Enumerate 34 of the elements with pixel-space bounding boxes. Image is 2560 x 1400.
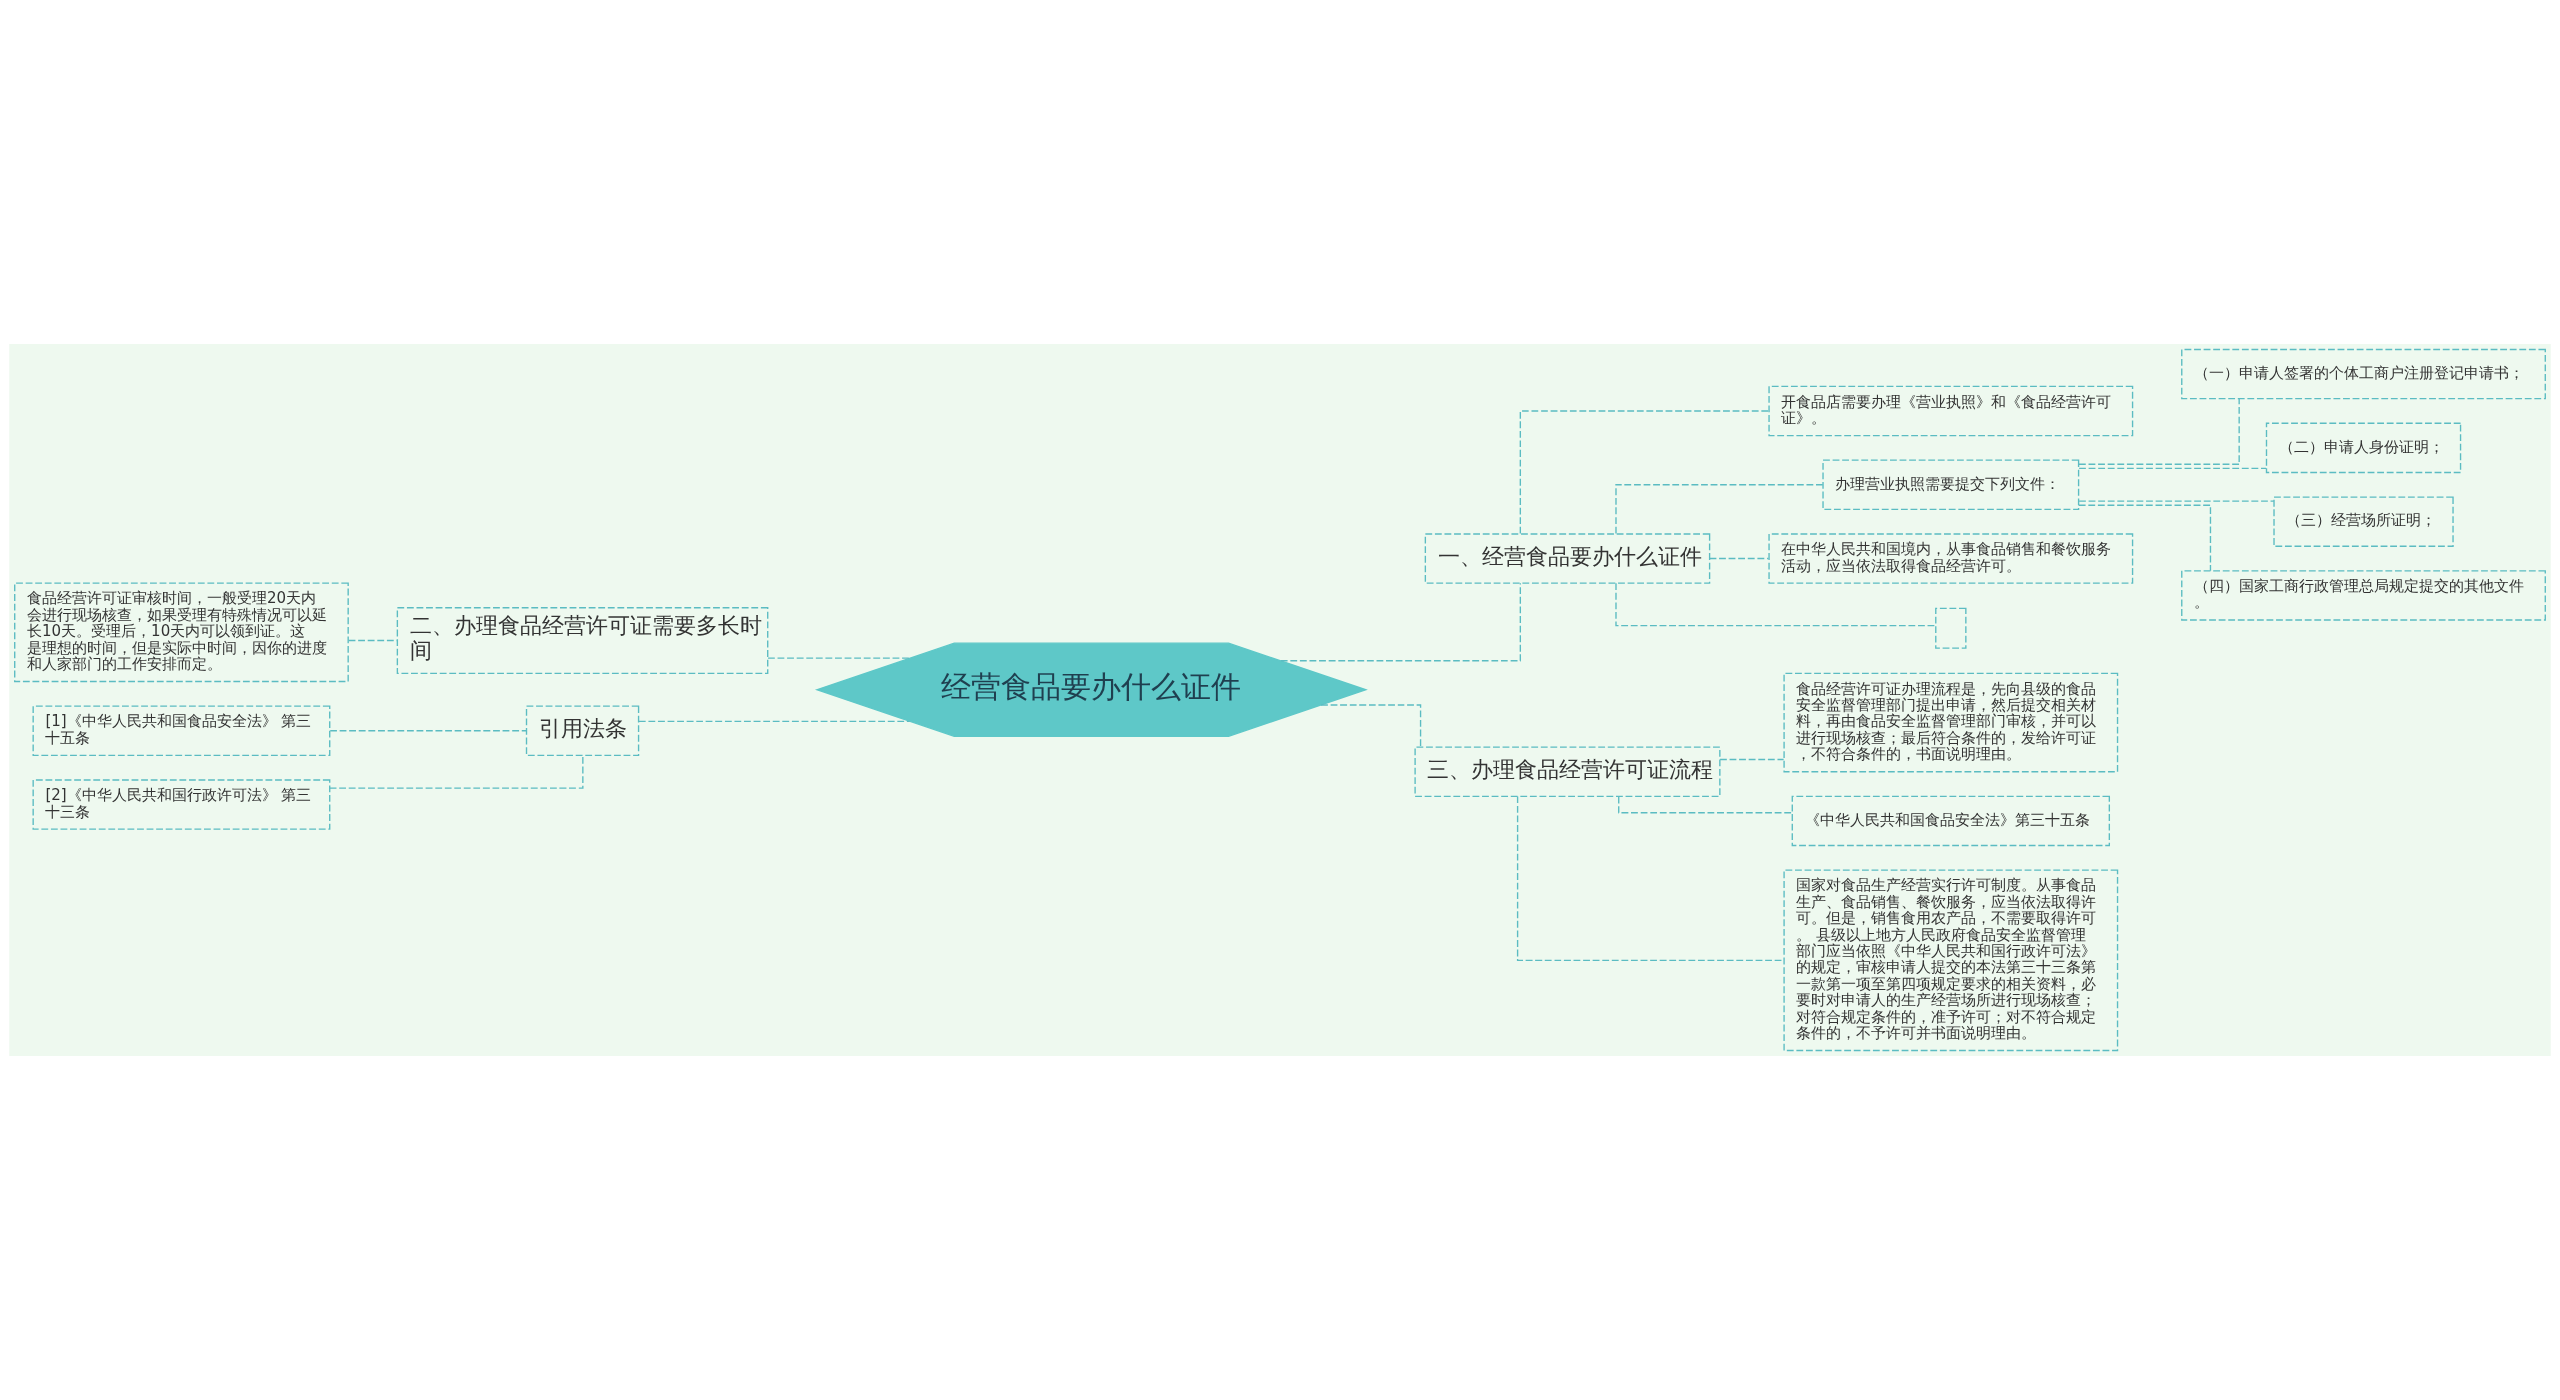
node-box: 《中华人民共和国食品安全法》第三十五条 <box>1791 795 2111 847</box>
connector <box>1709 557 1770 560</box>
node-box: 办理营业执照需要提交下列文件： <box>1822 459 2080 511</box>
node-box: 在中华人民共和国境内，从事食品销售和餐饮服务活动，应当依法取得食品经营许可。 <box>1768 533 2134 584</box>
node-box: [1]《中华人民共和国食品安全法》 第三十五条 <box>32 705 331 757</box>
node-box: 食品经营许可证审核时间，一般受理20天内会进行现场核查，如果受理有特殊情况可以延长10天。受理后，10天内可以领到证。这是理想的时间，但是实际中时间，因你的进度和人家部门的工作安排而定。 <box>14 582 349 683</box>
node-box: [2]《中华人民共和国行政许可法》 第三十三条 <box>32 779 331 830</box>
connector <box>1519 410 1770 535</box>
node-box: 引用法条 <box>525 705 640 757</box>
node-box: 国家对食品生产经营实行许可制度。从事食品生产、食品销售、餐饮服务，应当依法取得许可。但是，销售食用农产品，不需要取得许可。 县级以上地方人民政府食品安全监督管理部门应当依照《中华人民共和国行政许可法》的规定，审核申请人提交的本法第三十三条第一款第一项至第四项规定要求的相关资料，必要时对申请人的生产经营场所进行现场核查；对符合规定条件的，准予许可；对不符合规定条件的，不予许可并书面说明理由。 <box>1783 869 2119 1052</box>
connector <box>1719 758 1785 761</box>
connector <box>2078 500 2275 502</box>
node-box: （一）申请人签署的个体工商户注册登记申请书； <box>2181 348 2546 400</box>
connector <box>2078 398 2240 465</box>
connector <box>329 754 584 789</box>
node-box: 开食品店需要办理《营业执照》和《食品经营许可证》。 <box>1768 385 2134 437</box>
connector <box>2078 504 2212 572</box>
connector <box>329 730 528 732</box>
node-box: 食品经营许可证办理流程是，先向县级的食品安全监督管理部门提出申请，然后提交相关材料，再由食品安全监督管理部门审核，并可以进行现场核查；最后符合条件的，发给许可证，不符合条件的，书面说明理由。 <box>1783 672 2119 773</box>
node-box: 三、办理食品经营许可证流程 <box>1414 746 1721 798</box>
connector <box>767 657 911 659</box>
connector <box>1320 704 1422 748</box>
connector <box>1280 582 1521 662</box>
node-box: （二）申请人身份证明； <box>2265 422 2462 474</box>
connector <box>1615 484 1824 535</box>
node-box: 二、办理食品经营许可证需要多长时间 <box>396 607 769 675</box>
node-box <box>1935 607 1967 649</box>
node-box: （四）国家工商行政管理总局规定提交的其他文件。 <box>2181 570 2546 621</box>
node-box: （三）经营场所证明； <box>2273 496 2454 547</box>
connector <box>2078 467 2267 470</box>
connector <box>638 720 911 723</box>
connector <box>1615 582 1937 627</box>
node-box: 一、经营食品要办什么证件 <box>1424 533 1711 584</box>
connector <box>347 639 398 642</box>
